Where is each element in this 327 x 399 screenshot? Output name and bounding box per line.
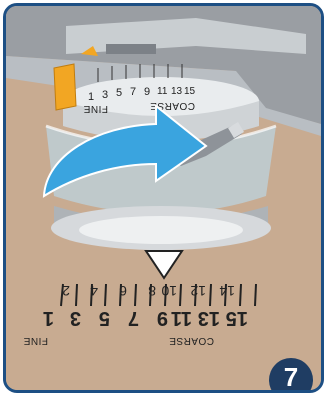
scale-even: 14	[219, 283, 235, 299]
scale-odd: 13	[198, 307, 220, 329]
scale-even: 4	[90, 283, 98, 299]
dial-number: 3	[102, 89, 108, 101]
scale-even: 12	[190, 283, 206, 299]
dial-number: 5	[116, 87, 122, 99]
scale-even: 10	[161, 283, 177, 299]
dial-number: 15	[184, 86, 196, 97]
scale-even: 8	[148, 283, 156, 299]
scale-even: 6	[119, 283, 127, 299]
dial-number: 11	[157, 86, 168, 97]
coarse-label: COARSE	[169, 335, 214, 346]
scale-odd: 3	[70, 307, 81, 329]
illustration-frame: 1 3 5 7 9 11 13 15 FINE COARSE	[3, 3, 324, 393]
dial-number: 13	[171, 86, 183, 97]
scale-odd: 1	[43, 307, 54, 329]
grinder-illustration: 1 3 5 7 9 11 13 15 FINE COARSE	[6, 6, 321, 390]
adjust-tab	[54, 64, 76, 110]
dial-number: 1	[88, 91, 94, 103]
dial-number: 9	[144, 86, 150, 98]
scale-even: 2	[62, 283, 70, 299]
scale-odd: 7	[128, 307, 139, 329]
scale-odd: 9	[157, 307, 168, 329]
scale-odd: 15	[226, 307, 248, 329]
scale-odd: 11	[171, 307, 192, 329]
dial-fine-label: FINE	[83, 103, 108, 114]
fine-label: FINE	[23, 335, 48, 346]
dial-number: 7	[130, 86, 136, 98]
scale-odd: 5	[99, 307, 110, 329]
